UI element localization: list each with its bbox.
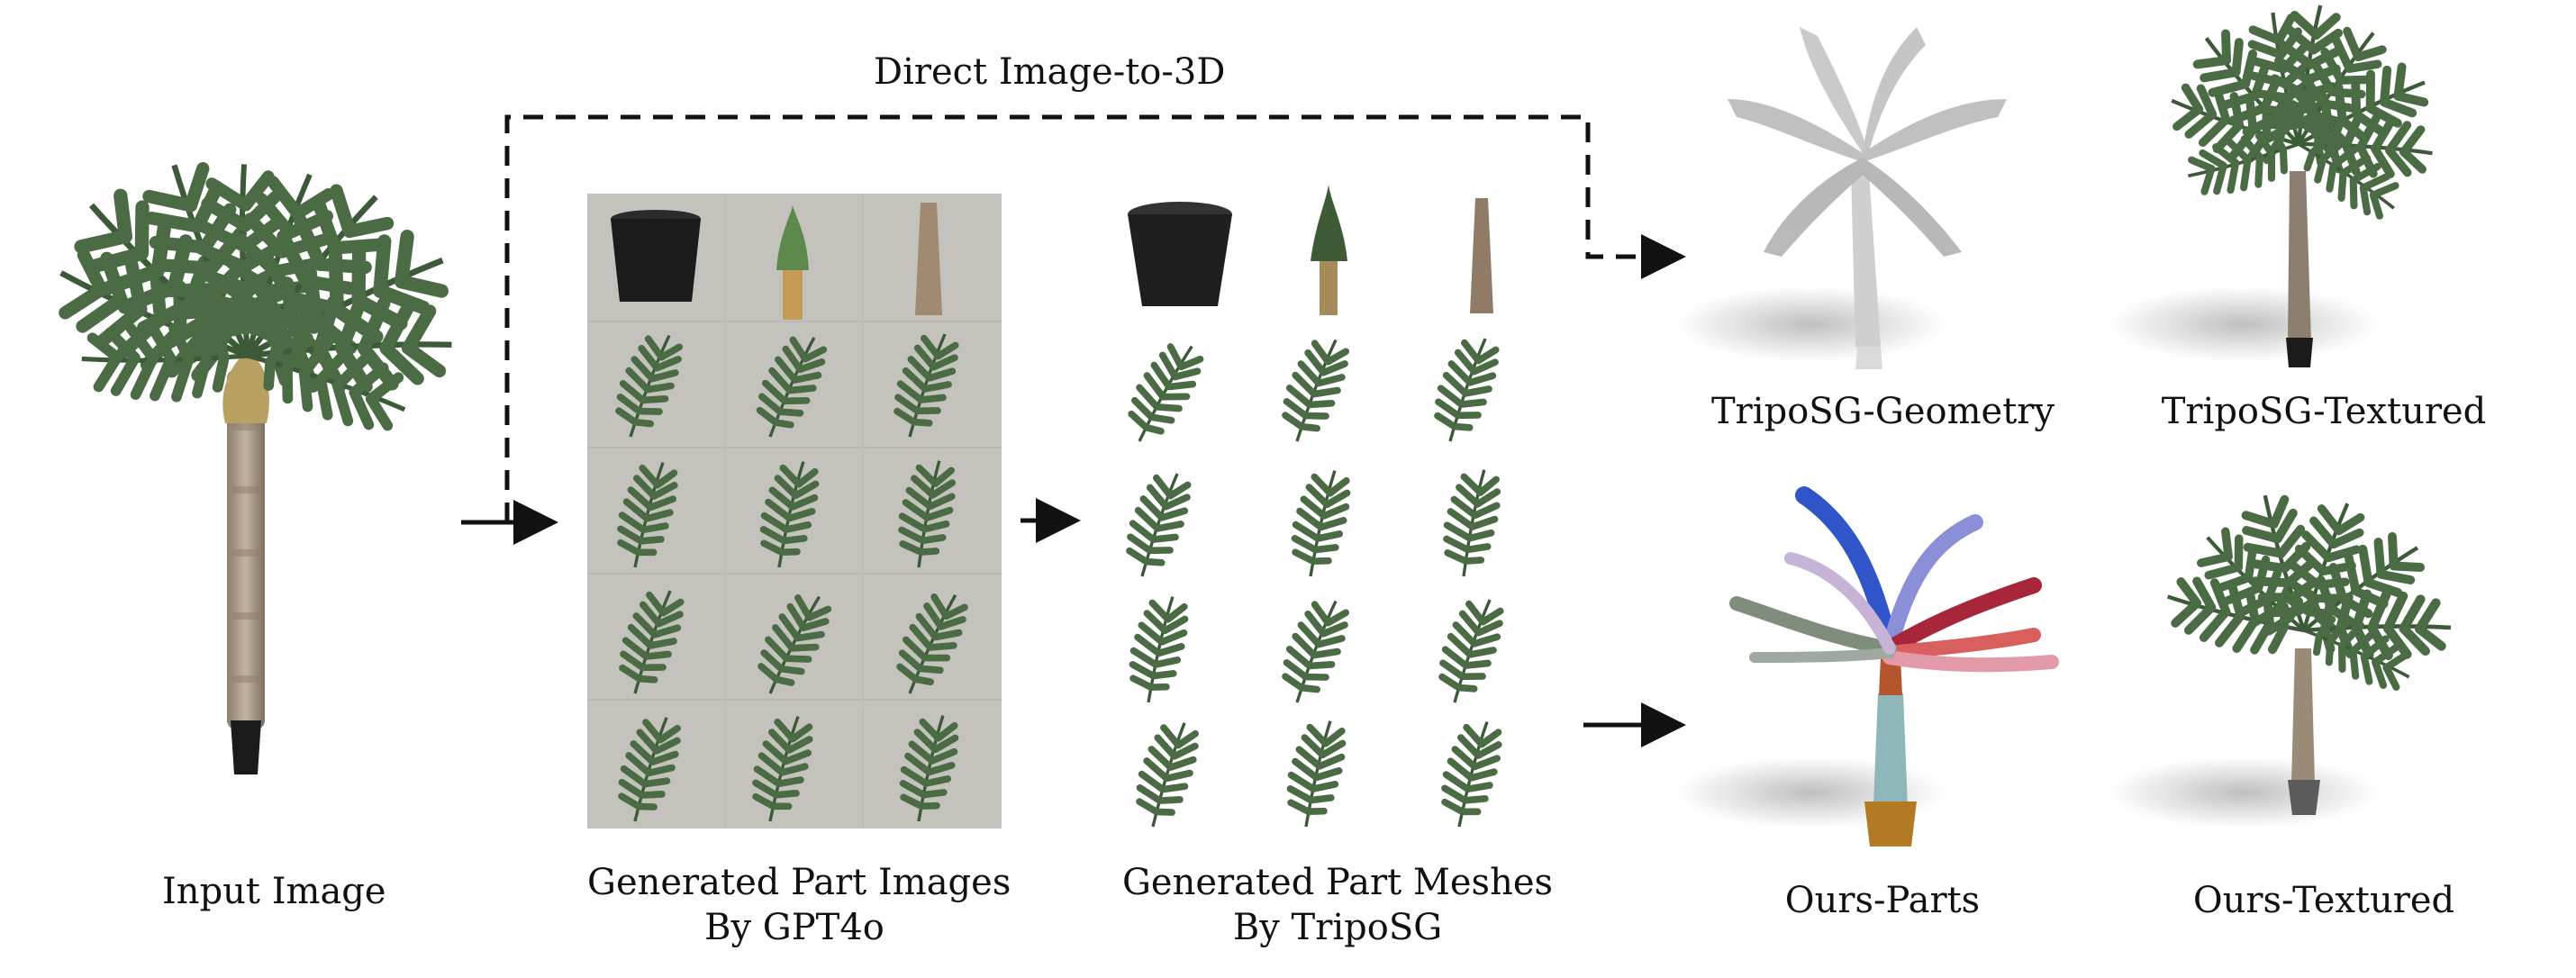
trunk-icon	[1470, 198, 1493, 313]
ours-textured-palm-icon	[2108, 488, 2454, 829]
pot-icon	[611, 210, 701, 302]
ours-parts-palm-icon	[1675, 486, 2059, 847]
caption-part-images-line1: Generated Part Images	[587, 862, 1011, 903]
tripo-textured-palm-icon	[2108, 5, 2435, 367]
caption-input-image: Input Image	[162, 871, 386, 912]
caption-tripo-geometry: TripoSG-Geometry	[1711, 391, 2054, 432]
tripo-geometry-palm-icon	[1675, 27, 2007, 369]
caption-tripo-textured: TripoSG-Textured	[2161, 391, 2487, 432]
direct-image-to-3d-label: Direct Image-to-3D	[874, 51, 1226, 93]
frond-icon	[1122, 332, 1503, 830]
crown-icon	[1311, 185, 1347, 315]
caption-ours-textured: Ours-Textured	[2192, 880, 2455, 921]
caption-part-meshes-line1: Generated Part Meshes	[1121, 862, 1554, 903]
trunk-icon	[915, 203, 942, 315]
caption-part-meshes-line2: By TripoSG	[1232, 907, 1443, 948]
caption-part-meshes: Generated Part Meshes By TripoSG	[1112, 860, 1563, 950]
caption-part-images: Generated Part Images By GPT4o	[587, 860, 1011, 950]
input-palm-icon	[44, 152, 458, 774]
caption-part-images-line2: By GPT4o	[704, 907, 884, 948]
dashed-arrow-icon	[504, 114, 1686, 522]
part-meshes-grid	[1122, 185, 1503, 831]
crown-icon	[776, 205, 809, 320]
pot-icon	[1128, 202, 1232, 306]
caption-ours-parts: Ours-Parts	[1784, 880, 1981, 921]
part-images-panel	[587, 194, 1002, 829]
